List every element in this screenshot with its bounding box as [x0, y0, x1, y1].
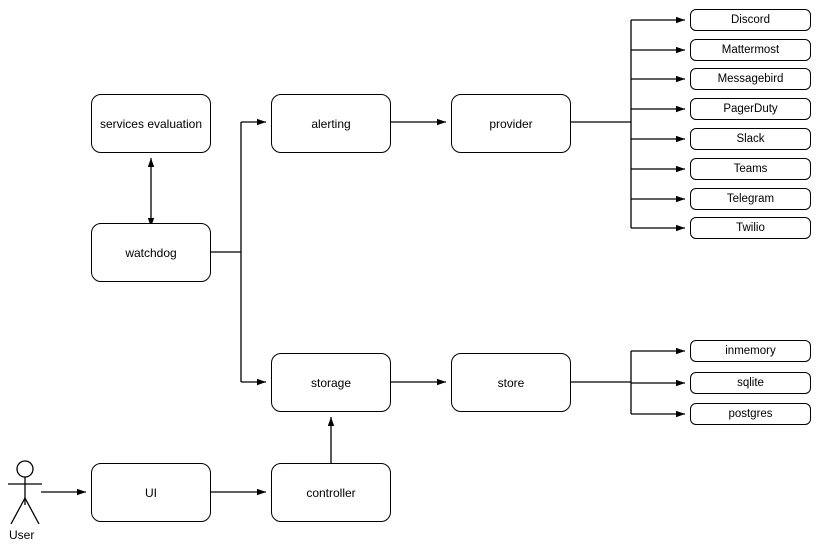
node-provider-label: provider	[489, 116, 533, 131]
node-provider-target-telegram[interactable]: Telegram	[690, 188, 811, 210]
node-store-target-inmemory[interactable]: inmemory	[690, 340, 811, 362]
node-store[interactable]: store	[451, 353, 571, 412]
node-provider-target-discord[interactable]: Discord	[690, 9, 811, 31]
node-provider-target-pagerduty[interactable]: PagerDuty	[690, 98, 811, 120]
node-provider-target-teams[interactable]: Teams	[690, 158, 811, 180]
node-store-target-sqlite-label: sqlite	[737, 376, 764, 389]
node-storage-label: storage	[310, 375, 352, 390]
node-store-target-postgres-label: postgres	[728, 407, 773, 420]
node-controller[interactable]: controller	[271, 463, 391, 522]
node-provider-target-teams-label: Teams	[733, 162, 768, 175]
node-provider-target-messagebird[interactable]: Messagebird	[690, 68, 811, 90]
node-ui-label: UI	[145, 485, 157, 500]
node-provider-target-slack-label: Slack	[736, 132, 765, 145]
node-provider-target-slack[interactable]: Slack	[690, 128, 811, 150]
node-store-label: store	[497, 375, 525, 390]
node-services-evaluation-label: services evaluation	[99, 116, 203, 131]
node-controller-label: controller	[306, 485, 356, 500]
actor-left-leg-line	[10, 497, 26, 525]
node-provider-target-mattermost[interactable]: Mattermost	[690, 39, 811, 61]
user-actor-figure	[8, 460, 42, 525]
actor-right-leg-line	[24, 497, 40, 525]
node-provider-target-telegram-label: Telegram	[726, 192, 775, 205]
node-alerting-label: alerting	[311, 116, 351, 131]
node-store-target-sqlite[interactable]: sqlite	[690, 372, 811, 394]
node-store-target-inmemory-label: inmemory	[725, 344, 776, 357]
node-watchdog[interactable]: watchdog	[91, 223, 211, 282]
node-provider-target-twilio-label: Twilio	[736, 221, 765, 234]
node-provider-target-messagebird-label: Messagebird	[717, 72, 784, 85]
node-ui[interactable]: UI	[91, 463, 211, 522]
node-watchdog-label: watchdog	[125, 245, 177, 260]
node-provider-target-mattermost-label: Mattermost	[721, 43, 780, 56]
user-actor-label: User	[9, 528, 35, 542]
actor-head-icon	[16, 460, 34, 478]
node-provider-target-twilio[interactable]: Twilio	[690, 217, 811, 239]
node-provider-target-pagerduty-label: PagerDuty	[723, 102, 778, 115]
node-alerting[interactable]: alerting	[271, 94, 391, 153]
node-provider-target-discord-label: Discord	[731, 13, 770, 26]
node-storage[interactable]: storage	[271, 353, 391, 412]
node-store-target-postgres[interactable]: postgres	[690, 403, 811, 425]
node-services-evaluation[interactable]: services evaluation	[91, 94, 211, 153]
node-provider[interactable]: provider	[451, 94, 571, 153]
